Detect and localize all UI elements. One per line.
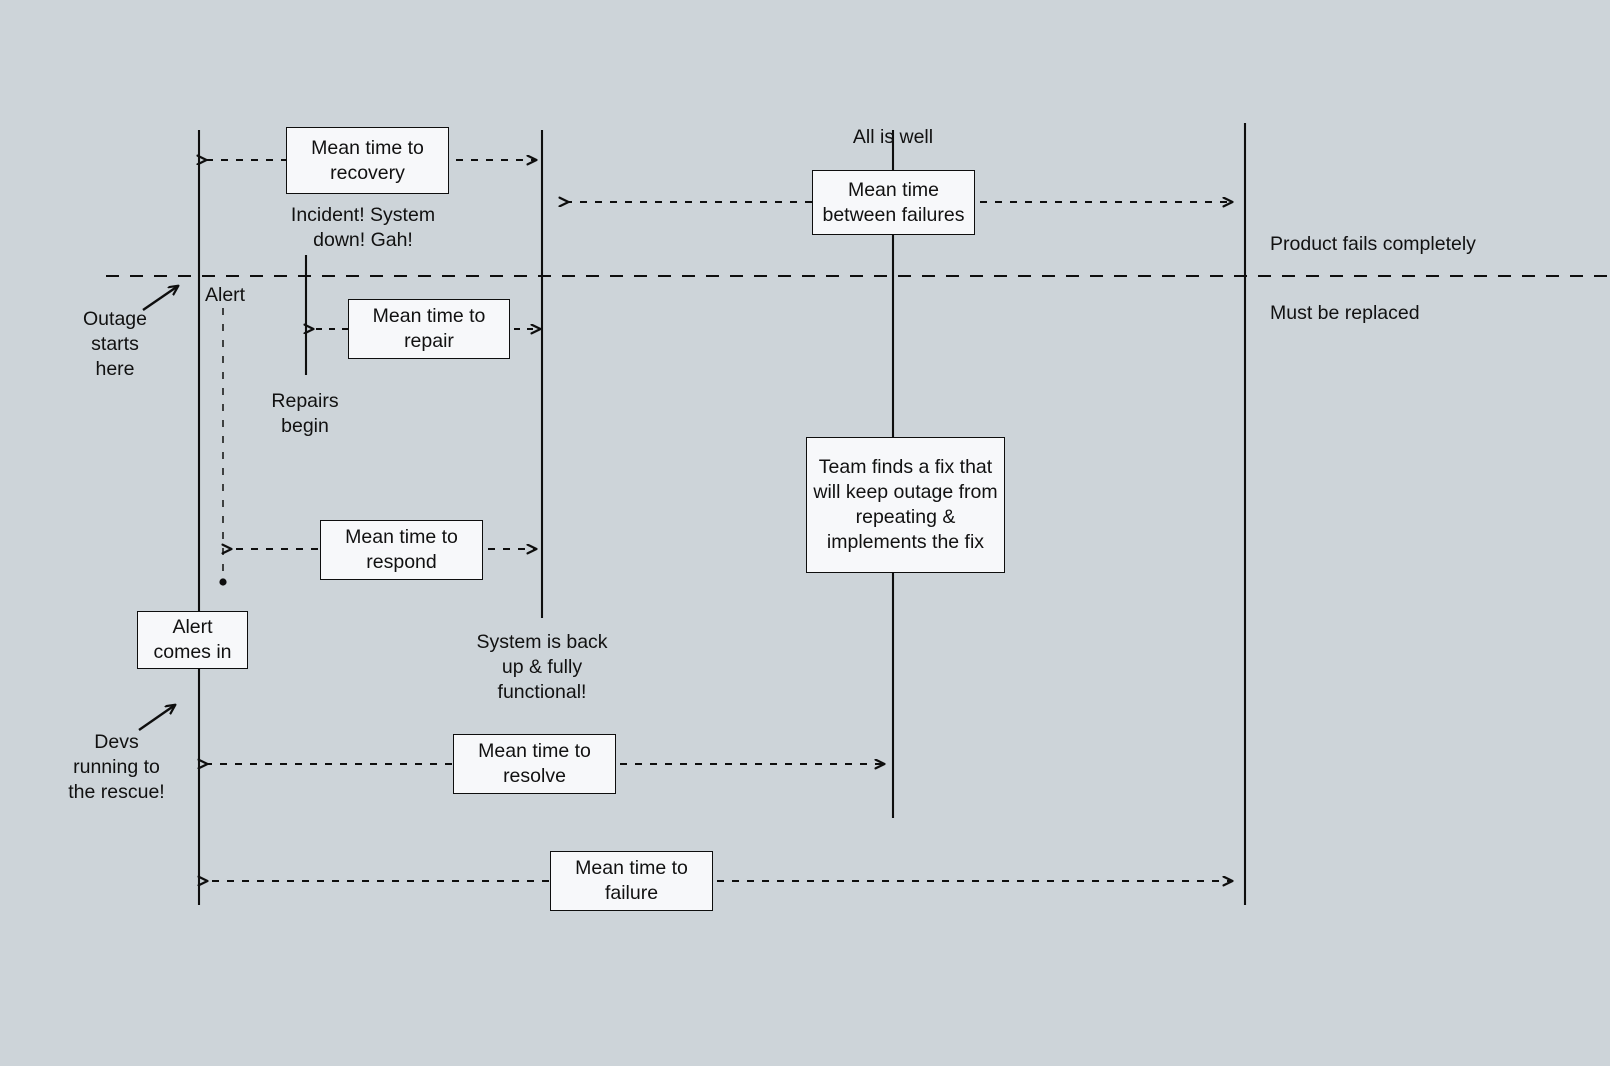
mean-time-to-failure-box[interactable]: Mean time to failure xyxy=(550,851,713,911)
mean-time-to-resolve-box[interactable]: Mean time to resolve xyxy=(453,734,616,794)
team-finds-a-fix-box[interactable]: Team finds a fix that will keep outage f… xyxy=(806,437,1005,573)
incident-system-down-label: Incident! System down! Gah! xyxy=(290,204,436,251)
repairs-begin-label: Repairs begin xyxy=(271,390,339,437)
mean-time-to-repair-box[interactable]: Mean time to repair xyxy=(348,299,510,359)
product-fails-completely-label: Product fails completely xyxy=(1270,233,1476,255)
alert-received-endpoint-dot xyxy=(219,578,227,586)
outage-starts-here-pointer-arrow xyxy=(142,286,178,311)
devs-running-to-the-rescue-label: Devs running to the rescue! xyxy=(68,731,165,803)
must-be-replaced-label: Must be replaced xyxy=(1270,302,1420,324)
devs-running-pointer-arrow xyxy=(138,705,175,731)
mean-time-between-failures-box[interactable]: Mean time between failures xyxy=(812,170,975,235)
mean-time-to-respond-box[interactable]: Mean time to respond xyxy=(320,520,483,580)
all-is-well-label: All is well xyxy=(852,126,934,148)
alert-label: Alert xyxy=(205,284,246,306)
alert-comes-in-box[interactable]: Alert comes in xyxy=(137,611,248,669)
outage-starts-here-label: Outage starts here xyxy=(83,308,147,380)
mean-time-to-recovery-box[interactable]: Mean time to recovery xyxy=(286,127,449,194)
system-is-back-up-label: System is back up & fully functional! xyxy=(476,631,608,703)
